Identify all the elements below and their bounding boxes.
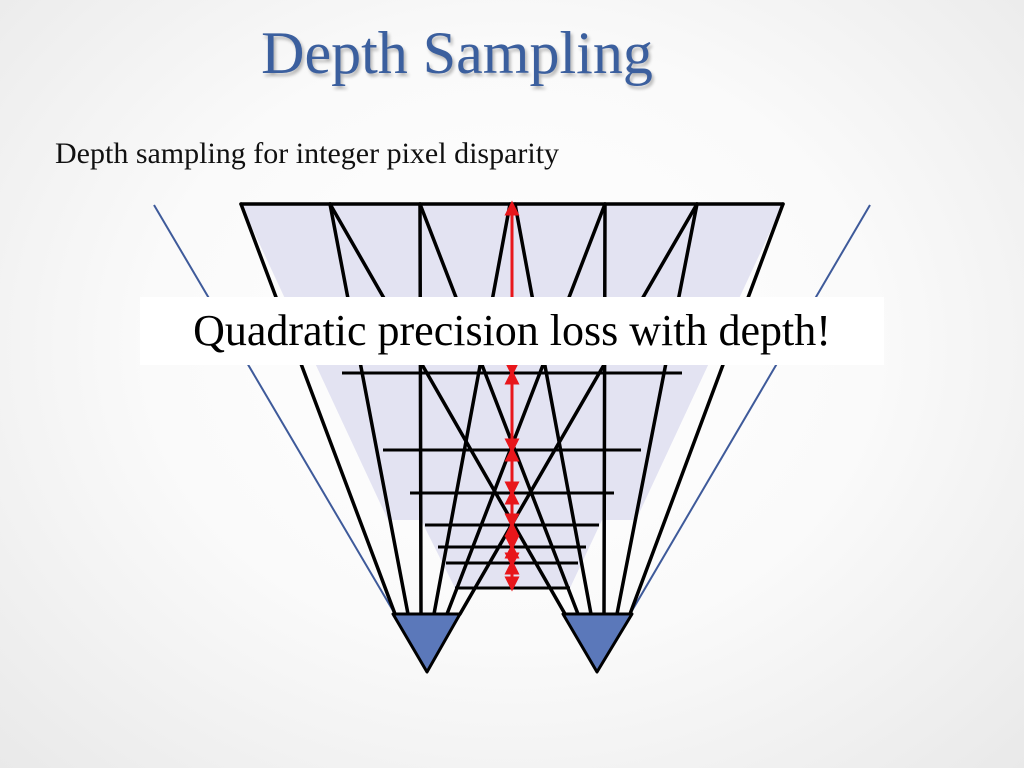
field-of-view-lines — [153, 204, 871, 615]
left-camera — [391, 612, 462, 674]
right-camera — [561, 612, 634, 674]
precision-loss-callout: Quadratic precision loss with depth! — [140, 297, 884, 365]
slide-subtitle: Depth sampling for integer pixel dispari… — [55, 137, 560, 170]
slide-title: Depth Sampling — [261, 20, 653, 86]
